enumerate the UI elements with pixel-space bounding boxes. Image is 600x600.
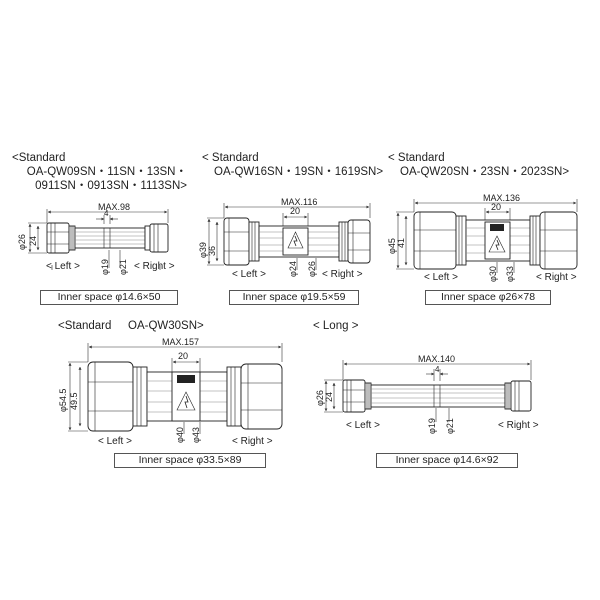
diagram-4-inner-space: Inner space φ33.5×89 (114, 453, 266, 468)
diagram-4-dia-a: φ40 (175, 427, 185, 443)
diagram-5-dia-b: φ21 (445, 418, 455, 434)
diagram-1-category: <Standard (12, 152, 66, 164)
diagram-4-center-width: 20 (178, 351, 188, 361)
diagram-2-right-label: < Right > (322, 269, 363, 280)
diagram-2-dia-a: φ24 (288, 261, 298, 277)
diagram-3-max-length: MAX.136 (483, 193, 520, 203)
diagram-4-left-label: < Left > (98, 436, 132, 447)
diagram-1-dia-b: φ21 (118, 259, 128, 275)
diagram-3-center-width: 20 (491, 202, 501, 212)
diagram-5-category: < Long > (313, 320, 359, 332)
diagram-5-inner-space: Inner space φ14.6×92 (376, 453, 518, 468)
diagram-4-models: OA-QW30SN> (128, 320, 204, 332)
diagram-2-category: < Standard (202, 152, 259, 164)
diagram-4-max-length: MAX.157 (162, 337, 199, 347)
diagram-3-dia-b: φ33 (505, 266, 515, 282)
diagram-5-max-length: MAX.140 (418, 354, 455, 364)
diagram-4-drawing (68, 343, 283, 434)
diagram-5-center-width: 4 (435, 365, 440, 374)
diagram-1-left-label: < Left > (46, 261, 80, 272)
diagram-2-dia-b: φ26 (307, 261, 317, 277)
diagram-3-inner-dia: 41 (396, 238, 406, 248)
diagram-3-right-label: < Right > (536, 272, 577, 283)
diagram-4-category: <Standard (58, 320, 112, 332)
diagram-3-drawing (396, 199, 578, 273)
diagram-5-drawing (324, 360, 532, 422)
diagram-1-center-width: 4 (104, 209, 109, 218)
diagram-2-inner-dia: 36 (207, 246, 217, 256)
diagram-3-category: < Standard (388, 152, 445, 164)
diagram-3-left-label: < Left > (424, 272, 458, 283)
diagram-3-dia-a: φ30 (488, 266, 498, 282)
diagram-2-inner-space: Inner space φ19.5×59 (229, 290, 359, 305)
diagram-5-right-label: < Right > (498, 420, 539, 431)
diagram-5-outer-dia: φ26 (315, 390, 325, 406)
diagram-4-dia-b: φ43 (191, 427, 201, 443)
diagram-3-models: OA-QW20SN・23SN・2023SN> (400, 166, 570, 178)
diagram-5-dia-a: φ19 (427, 418, 437, 434)
diagram-1-right-label: < Right > (134, 261, 175, 272)
diagram-1-inner-dia: 24 (28, 236, 38, 246)
diagram-1-models-line1: OA-QW09SN・11SN・13SN・ (26, 166, 187, 178)
diagram-5-inner-dia: 24 (324, 392, 334, 402)
diagram-1-models-line2: 0911SN・0913SN・1113SN> (35, 180, 187, 192)
diagram-1-inner-space: Inner space φ14.6×50 (40, 290, 178, 305)
diagram-3-outer-dia: φ45 (387, 238, 397, 254)
diagram-2-max-length: MAX.116 (281, 197, 317, 207)
diagram-2-left-label: < Left > (232, 269, 266, 280)
diagram-2-models: OA-QW16SN・19SN・1619SN> (214, 166, 384, 178)
diagram-5-left-label: < Left > (346, 420, 380, 431)
diagram-2-outer-dia: φ39 (198, 242, 208, 258)
diagram-4-right-label: < Right > (232, 436, 273, 447)
diagram-1-drawing (28, 209, 169, 270)
diagram-2-center-width: 20 (290, 206, 300, 216)
diagram-1-dia-a: φ19 (100, 259, 110, 275)
diagram-1-max-length: MAX.98 (98, 202, 130, 212)
diagram-4-inner-dia: 49.5 (69, 392, 79, 410)
diagram-1-outer-dia: φ26 (17, 234, 27, 250)
diagram-2-drawing (207, 203, 371, 270)
diagram-4-outer-dia: φ54.5 (58, 389, 68, 412)
diagram-3-inner-space: Inner space φ26×78 (425, 290, 551, 305)
